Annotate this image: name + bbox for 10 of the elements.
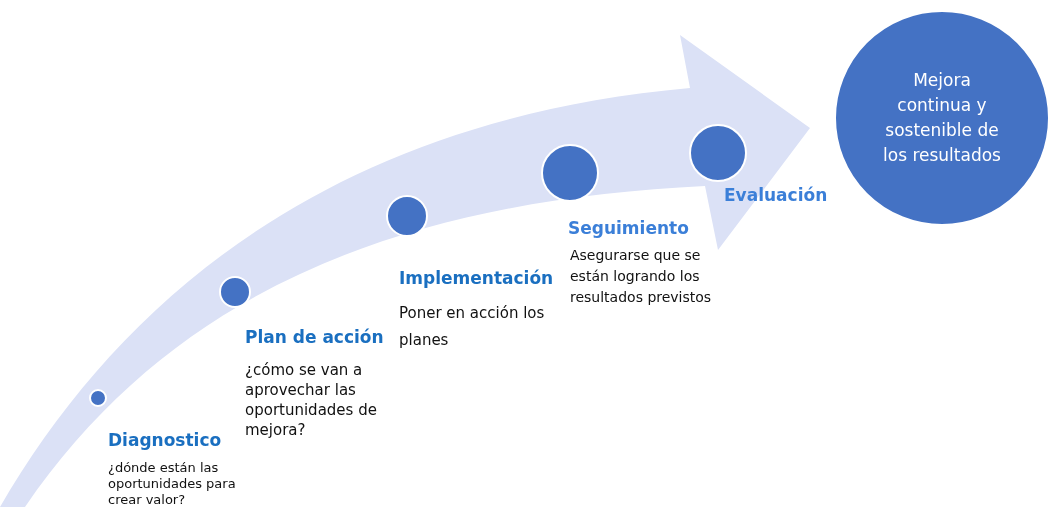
step-heading: Seguimiento: [568, 218, 689, 238]
step-description: ¿dónde están las oportunidades para crear valor?: [108, 460, 237, 507]
step-description: Poner en acción los planes: [399, 303, 546, 351]
step-description: ¿cómo se van a aprovechar las oportunidades de mejora?: [245, 360, 378, 440]
step-heading: Evaluación: [724, 185, 828, 205]
step-heading: Plan de acción: [245, 327, 384, 347]
step-heading: Implementación: [399, 268, 554, 288]
result-text: Mejora continua y sostenible de los resultados: [882, 69, 1002, 167]
step-description: Asegurarse que se están logrando los resultados previstos: [570, 246, 713, 307]
step-heading: Diagnostico: [108, 430, 222, 450]
